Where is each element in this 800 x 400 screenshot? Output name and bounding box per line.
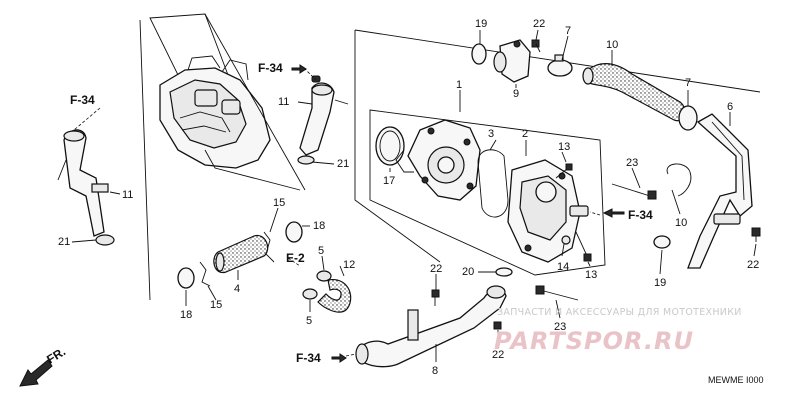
- callout-7-top: 7: [565, 25, 571, 37]
- callout-17: 17: [383, 175, 395, 187]
- leader-lines: [71, 29, 757, 362]
- callout-13-bottom: 13: [585, 269, 597, 281]
- callout-22-right: 22: [747, 259, 759, 271]
- part-8-pipe: [355, 285, 507, 368]
- watermark: ЗАПЧАСТИ И АКСЕССУАРЫ ДЛЯ МОТОТЕХНИКИ PA…: [494, 307, 742, 355]
- bolt-14: [561, 235, 571, 245]
- part-5-clamp-upper: [316, 270, 332, 282]
- bolt-23-lower: [535, 285, 579, 301]
- part-21-upper-oring: [297, 155, 315, 165]
- water-pump-body: [395, 119, 481, 201]
- callout-14: 14: [557, 261, 569, 273]
- part-21-left-oring: [95, 234, 115, 246]
- part-5-clamp-lower: [302, 288, 318, 300]
- reference-labels: F-34 F-34 F-34 F-34 E-2: [70, 61, 653, 365]
- part-11-upper-pipe: [299, 75, 349, 156]
- part-10-clip: [666, 163, 692, 197]
- callout-19-top: 19: [475, 18, 487, 30]
- callout-23-bottom: 23: [554, 321, 566, 333]
- part-19-lower-oring: [653, 235, 671, 249]
- part-12-hose: [317, 279, 352, 313]
- callout-15-top: 15: [273, 197, 285, 209]
- callout-11-left: 11: [122, 189, 133, 201]
- callout-1: 1: [456, 79, 462, 91]
- callout-10-right: 10: [675, 217, 687, 229]
- bolt-13-upper: [555, 163, 573, 179]
- callout-3: 3: [488, 128, 494, 140]
- part-19-upper-oring: [471, 43, 487, 65]
- diagram-code: MEWME I000: [708, 375, 764, 385]
- callout-22-left: 22: [430, 263, 442, 275]
- front-direction-indicator: FR.: [19, 344, 68, 387]
- callout-6: 6: [727, 101, 733, 113]
- callout-18-top: 18: [313, 220, 325, 232]
- bolt-22-left: [431, 289, 440, 306]
- callout-21-top: 21: [337, 158, 349, 170]
- ref-f34-left: F-34: [70, 93, 95, 107]
- callout-22-top: 22: [533, 18, 545, 30]
- part-6-pipe: [687, 113, 753, 269]
- callout-7-mid: 7: [685, 77, 691, 89]
- part-20-oring: [495, 267, 513, 277]
- part-15-clip-upper: [263, 231, 275, 263]
- callout-numbers: 19 22 7 10 7 6 9 1 3 2 17 13 23 11 21 11…: [58, 18, 759, 377]
- part-11-left-pipe: [57, 129, 109, 237]
- callout-15-bottom: 15: [210, 299, 222, 311]
- part-7-upper-clamp: [547, 54, 573, 77]
- part-15-clip-lower: [199, 261, 211, 287]
- callout-22-bottom: 22: [492, 349, 504, 361]
- callout-5-bottom: 5: [306, 315, 312, 327]
- callout-19-right: 19: [654, 277, 666, 289]
- watermark-brand: PARTSPOR.RU: [494, 327, 694, 355]
- ref-f34-bottom: F-34: [296, 351, 321, 365]
- bolt-23-upper: [611, 183, 657, 200]
- bolt-22-right: [751, 227, 761, 242]
- callout-8: 8: [432, 365, 438, 377]
- bolt-22-upper: [531, 39, 541, 53]
- part-4-hose: [213, 234, 269, 274]
- callout-20: 20: [462, 266, 474, 278]
- bolt-22-bottom: [493, 321, 502, 330]
- ref-f34-right: F-34: [628, 208, 653, 222]
- part-2-pump-cover: [507, 159, 589, 263]
- part-18-lower-oring: [177, 267, 195, 289]
- callout-12: 12: [343, 259, 355, 271]
- ref-f34-top: F-34: [258, 61, 283, 75]
- callout-4: 4: [234, 283, 240, 295]
- part-18-upper-oring: [285, 221, 303, 243]
- bolt-13-lower: [575, 231, 592, 262]
- part-3-gasket: [477, 149, 509, 218]
- callout-10-top: 10: [606, 39, 618, 51]
- part-7-lower-clamp: [678, 105, 698, 131]
- part-9-joint: [493, 39, 531, 83]
- part-10-hose: [582, 63, 686, 122]
- callout-23-top: 23: [626, 157, 638, 169]
- ref-e2: E-2: [286, 251, 305, 265]
- engine-block-illustration: [139, 13, 306, 301]
- callout-13-top: 13: [558, 141, 570, 153]
- part-17-oring: [375, 126, 405, 166]
- callout-2: 2: [522, 128, 528, 140]
- watermark-tagline: ЗАПЧАСТИ И АКСЕССУАРЫ ДЛЯ МОТОТЕХНИКИ: [497, 307, 742, 318]
- callout-21-left: 21: [58, 236, 70, 248]
- callout-11-top: 11: [278, 96, 289, 108]
- callout-5-top: 5: [318, 245, 324, 257]
- callout-9: 9: [513, 88, 519, 100]
- callout-18-bottom: 18: [180, 309, 192, 321]
